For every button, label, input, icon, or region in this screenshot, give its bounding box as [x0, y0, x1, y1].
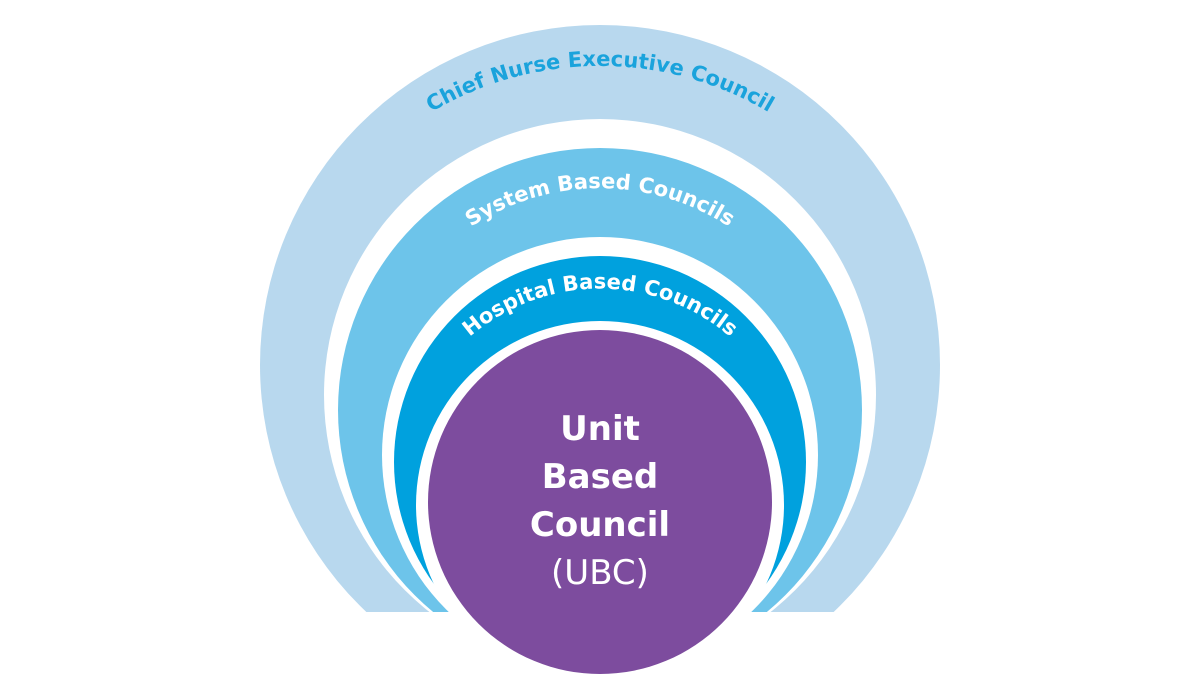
- center-line-based: Based: [541, 457, 659, 497]
- center-label: Unit Based Council (UBC): [460, 405, 740, 597]
- center-line-abbreviation: (UBC): [551, 553, 649, 593]
- center-circle: [428, 330, 772, 674]
- center-line-unit: Unit: [560, 409, 640, 449]
- center-line-council: Council: [529, 505, 671, 545]
